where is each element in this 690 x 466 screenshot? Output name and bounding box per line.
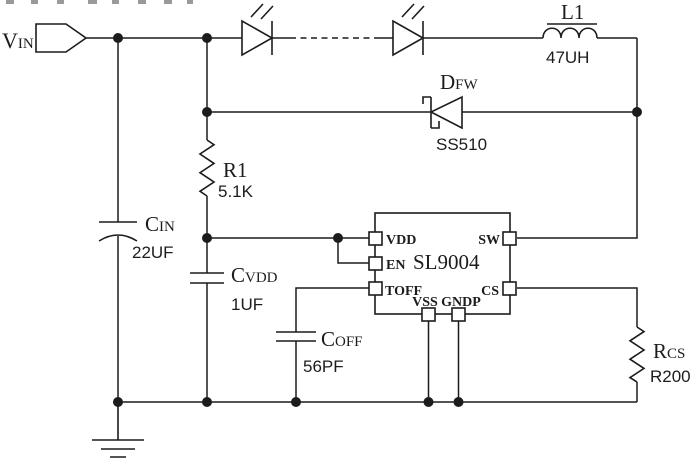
dfw-value: SS510 (436, 135, 487, 154)
led1 (241, 3, 274, 57)
r1-resistor (198, 139, 216, 197)
led2-light-arrows (401, 3, 425, 20)
cin-label: Cin (145, 212, 175, 236)
coff-label: Coff (321, 327, 363, 351)
dfw-schottky-bar (422, 96, 440, 129)
vin-label: Vin (2, 28, 34, 53)
vin-port-symbol (35, 23, 88, 53)
rcs-zigzag (628, 326, 646, 383)
en-pin (368, 256, 383, 271)
junction-dots (113, 33, 642, 407)
led2 (392, 3, 425, 57)
l1-coil (542, 27, 598, 39)
sw-pin (502, 231, 517, 246)
led1-triangle (241, 19, 274, 57)
rcs-value: R200 (650, 367, 690, 386)
wire-en (337, 238, 369, 264)
vin-port (35, 23, 88, 53)
led2-triangle (392, 19, 425, 57)
toff-pin (368, 281, 383, 296)
ground-symbol (92, 402, 144, 458)
cropped-text-fragments (6, 0, 193, 4)
l1-label: L1 (561, 0, 584, 24)
cvdd-value: 1UF (231, 295, 263, 314)
ic-sl9004 (368, 212, 517, 322)
coff-capacitor (276, 331, 316, 342)
l1-value: 47UH (546, 48, 589, 67)
wire-toff (295, 287, 369, 332)
coff-value: 56PF (303, 357, 344, 376)
sw-pin-label: SW (478, 233, 500, 248)
earth-icon (92, 402, 144, 458)
cin-capacitor (98, 221, 138, 242)
ic-part-number: SL9004 (413, 250, 480, 274)
cs-pin-label: CS (481, 284, 499, 299)
led1-light-arrows (250, 3, 274, 20)
gndp-pin-label: GNDP (441, 295, 481, 310)
cvdd-label: Cvdd (231, 263, 278, 287)
toff-pin-label: TOFF (385, 284, 422, 299)
dfw-triangle (429, 95, 463, 130)
rcs-label: Rcs (653, 339, 685, 363)
wire-cs (517, 287, 638, 327)
dfw-diode (422, 95, 463, 130)
r1-label: R1 (223, 158, 248, 182)
cvdd-capacitor (190, 272, 224, 284)
rcs-resistor (628, 326, 646, 383)
wire-sw-node (517, 38, 638, 239)
r1-value: 5.1K (218, 182, 254, 201)
vdd-pin-label: VDD (386, 233, 416, 248)
vdd-pin (368, 231, 383, 246)
l1-inductor (542, 23, 598, 39)
coff-plates (276, 331, 316, 342)
r1-zigzag (198, 139, 216, 197)
en-pin-label: EN (386, 258, 405, 273)
cs-pin (502, 281, 517, 296)
cin-value: 22UF (132, 243, 174, 262)
cin-plate-curved (98, 234, 138, 242)
cvdd-plates (190, 272, 224, 284)
vss-pin-label: VSS (412, 295, 438, 310)
dfw-label: Dfw (440, 70, 479, 94)
